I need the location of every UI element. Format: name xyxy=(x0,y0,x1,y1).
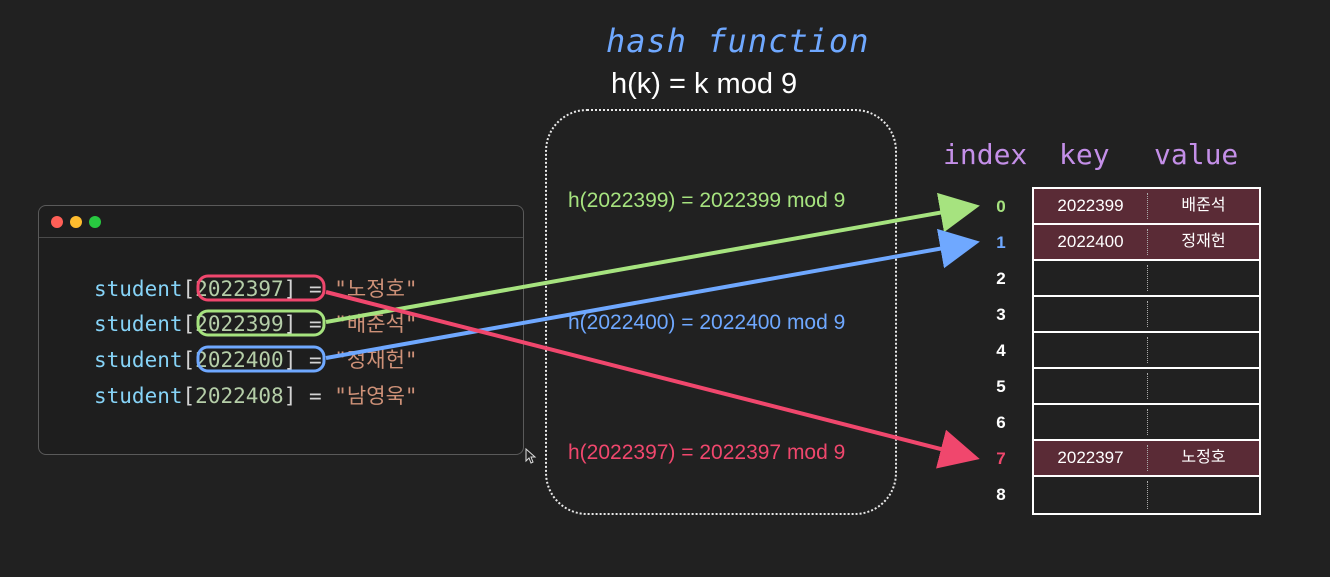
table-key-cell xyxy=(1034,333,1147,367)
table-row xyxy=(1034,369,1259,405)
table-row xyxy=(1034,333,1259,369)
hash-table: 2022399 배준석 2022400 정재헌 2022397 노정호 xyxy=(1032,187,1261,515)
hash-function-heading: hash function xyxy=(606,22,870,60)
table-row: 2022400 정재헌 xyxy=(1034,225,1259,261)
code-line: student[2022408] = "남영욱" xyxy=(94,382,418,410)
code-value: "남영욱" xyxy=(334,384,418,408)
code-var: student xyxy=(94,277,183,301)
code-line: student[2022400] = "정재헌" xyxy=(94,346,418,374)
code-bracket: ] xyxy=(283,312,297,336)
code-line: student[2022399] = "배준석" xyxy=(94,310,418,338)
table-row xyxy=(1034,297,1259,333)
code-bracket: ] xyxy=(283,348,297,372)
hash-calc-2022399: h(2022399) = 2022399 mod 9 xyxy=(568,189,846,212)
cell-divider xyxy=(1147,409,1148,435)
code-window: student[2022397] = "노정호" student[2022399… xyxy=(38,205,524,455)
table-key-cell xyxy=(1034,261,1147,295)
cell-divider xyxy=(1147,229,1148,255)
table-value-cell xyxy=(1148,333,1259,367)
key-column-header: key xyxy=(1059,138,1110,171)
code-var: student xyxy=(94,348,183,372)
code-line: student[2022397] = "노정호" xyxy=(94,275,418,303)
code-bracket: [ xyxy=(182,277,196,301)
hash-formula: h(k) = k mod 9 xyxy=(611,68,798,100)
index-label: 8 xyxy=(996,485,1006,504)
table-row xyxy=(1034,261,1259,297)
index-label: 7 xyxy=(996,449,1006,468)
table-key-cell: 2022397 xyxy=(1057,448,1124,467)
table-value-cell: 노정호 xyxy=(1181,447,1226,466)
index-label: 5 xyxy=(996,377,1006,396)
index-label: 1 xyxy=(996,233,1006,252)
code-value: "노정호" xyxy=(334,277,418,301)
table-row xyxy=(1034,477,1259,513)
window-titlebar xyxy=(39,206,523,238)
index-label: 3 xyxy=(996,305,1006,324)
index-label: 2 xyxy=(996,269,1006,288)
cell-divider xyxy=(1147,193,1148,219)
table-value-cell xyxy=(1148,477,1259,511)
maximize-dot-icon xyxy=(89,216,101,228)
cell-divider xyxy=(1147,481,1148,509)
code-var: student xyxy=(94,312,183,336)
index-label: 4 xyxy=(996,341,1006,360)
table-key-cell: 2022400 xyxy=(1057,232,1124,251)
table-row xyxy=(1034,405,1259,441)
cell-divider xyxy=(1147,373,1148,399)
code-key: 2022399 xyxy=(195,312,284,336)
mouse-cursor-icon xyxy=(525,448,537,464)
code-operator: = xyxy=(296,312,335,336)
value-column-header: value xyxy=(1154,138,1239,171)
code-bracket: [ xyxy=(182,348,196,372)
code-key: 2022397 xyxy=(195,277,284,301)
code-operator: = xyxy=(296,348,335,372)
code-var: student xyxy=(94,384,183,408)
index-label: 6 xyxy=(996,413,1006,432)
code-bracket: ] xyxy=(283,384,297,408)
hash-calc-2022400: h(2022400) = 2022400 mod 9 xyxy=(568,311,846,334)
code-value: "배준석" xyxy=(334,312,418,336)
index-column-header: index xyxy=(943,138,1028,171)
code-operator: = xyxy=(296,277,335,301)
table-value-cell: 정재헌 xyxy=(1181,231,1226,250)
table-value-cell: 배준석 xyxy=(1181,195,1226,214)
cell-divider xyxy=(1147,265,1148,291)
cell-divider xyxy=(1147,337,1148,363)
code-key: 2022408 xyxy=(195,384,284,408)
table-key-cell xyxy=(1034,369,1147,403)
hash-calc-2022397: h(2022397) = 2022397 mod 9 xyxy=(568,441,846,464)
code-key: 2022400 xyxy=(195,348,284,372)
table-key-cell: 2022399 xyxy=(1057,196,1124,215)
table-value-cell xyxy=(1148,261,1259,295)
code-bracket: [ xyxy=(182,312,196,336)
index-label: 0 xyxy=(996,197,1006,216)
code-operator: = xyxy=(296,384,335,408)
cell-divider xyxy=(1147,301,1148,327)
table-value-cell xyxy=(1148,297,1259,331)
cell-divider xyxy=(1147,445,1148,471)
close-dot-icon xyxy=(51,216,63,228)
code-bracket: ] xyxy=(283,277,297,301)
code-value: "정재헌" xyxy=(334,348,418,372)
table-row: 2022397 노정호 xyxy=(1034,441,1259,477)
table-row: 2022399 배준석 xyxy=(1034,189,1259,225)
table-value-cell xyxy=(1148,369,1259,403)
table-value-cell xyxy=(1148,405,1259,439)
table-key-cell xyxy=(1034,405,1147,439)
table-key-cell xyxy=(1034,297,1147,331)
code-bracket: [ xyxy=(182,384,196,408)
minimize-dot-icon xyxy=(70,216,82,228)
table-key-cell xyxy=(1034,477,1147,511)
